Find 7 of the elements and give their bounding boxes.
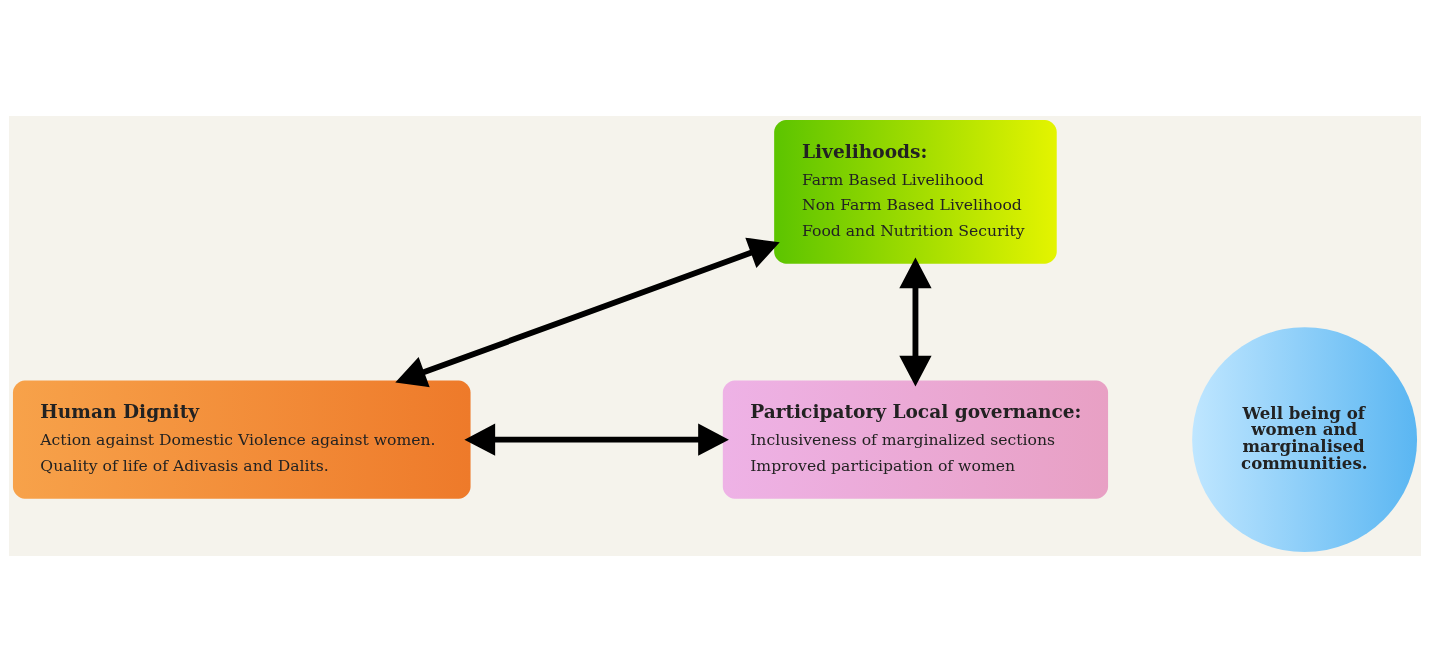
- arrow: [899, 257, 932, 387]
- node-circle: Well being of women and marginalised communities.: [1192, 327, 1418, 553]
- node-box: Livelihoods: Farm Based Livelihood Non Farm Based Livelihood Food and Nutrition Security: [774, 119, 1057, 264]
- node-box: Human Dignity Action against Domestic Violence against women. Quality of life of Adivasis and Dalits.: [12, 380, 471, 499]
- arrow: [464, 423, 729, 456]
- node-box: Participatory Local governance: Inclusiveness of marginalized sections Improved participation of women: [722, 380, 1109, 499]
- arrow: [395, 237, 780, 388]
